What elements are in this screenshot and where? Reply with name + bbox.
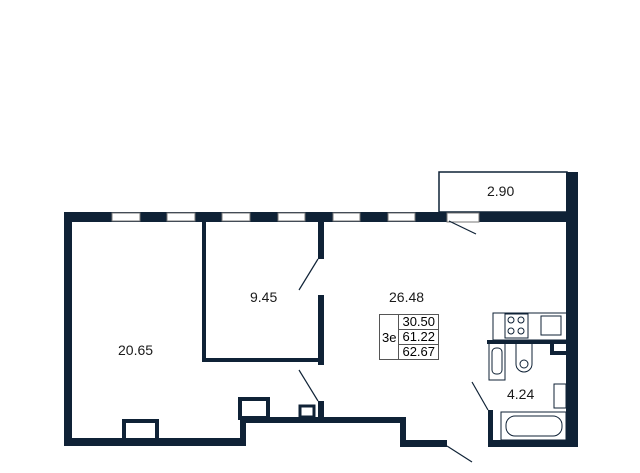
- bottom-wall: [488, 440, 578, 447]
- partition-wall: [318, 401, 324, 418]
- radiator-icon: [238, 397, 270, 420]
- toilet-icon: [515, 342, 533, 373]
- window: [166, 212, 196, 222]
- window: [387, 212, 416, 222]
- window: [221, 212, 251, 222]
- bathroom-wall: [488, 410, 493, 447]
- bathtub-icon: [500, 411, 567, 441]
- sink-icon: [540, 315, 562, 336]
- wall: [400, 417, 406, 447]
- total-area-with-balcony: 62.67: [402, 344, 436, 359]
- room-area-label: 26.48: [389, 289, 425, 305]
- balcony-door: [446, 212, 480, 223]
- right-wall: [566, 172, 578, 447]
- wall: [550, 340, 554, 354]
- partition-wall: [202, 358, 324, 362]
- partition-wall: [318, 295, 324, 365]
- entrance-door-swing: [446, 445, 473, 463]
- living-area: 30.50: [399, 315, 439, 330]
- apartment-type: 3e: [380, 315, 400, 359]
- window: [332, 212, 361, 222]
- room-area-label: 2.90: [487, 183, 515, 199]
- window: [111, 212, 141, 222]
- kitchen-counter: [492, 312, 568, 341]
- partition-wall: [202, 222, 206, 362]
- partition-wall: [318, 222, 324, 259]
- wall: [550, 351, 567, 355]
- room-area-label: 20.65: [118, 342, 154, 358]
- room-area-label: 9.45: [250, 289, 278, 305]
- bathroom-top-wall: [487, 340, 567, 344]
- washing-machine-icon: [488, 341, 506, 381]
- bottom-wall: [400, 440, 447, 447]
- shaft: [298, 404, 316, 419]
- door-swing: [298, 369, 319, 402]
- washbasin-icon: [553, 383, 567, 409]
- window: [277, 212, 306, 222]
- top-wall: [64, 212, 578, 222]
- bathroom-door-swing: [471, 381, 489, 411]
- total-area: 61.22: [399, 330, 439, 345]
- left-wall: [64, 212, 72, 446]
- bottom-wall: [240, 417, 402, 423]
- balcony-door-swing: [448, 220, 477, 235]
- stove-icon: [504, 313, 529, 339]
- wall: [240, 417, 246, 446]
- area-summary-table: 3e 30.50 61.22 62.67: [379, 314, 440, 360]
- door-swing: [298, 258, 319, 291]
- radiator-icon: [122, 419, 159, 442]
- room-area-label: 4.24: [507, 386, 535, 402]
- windows: [111, 212, 480, 223]
